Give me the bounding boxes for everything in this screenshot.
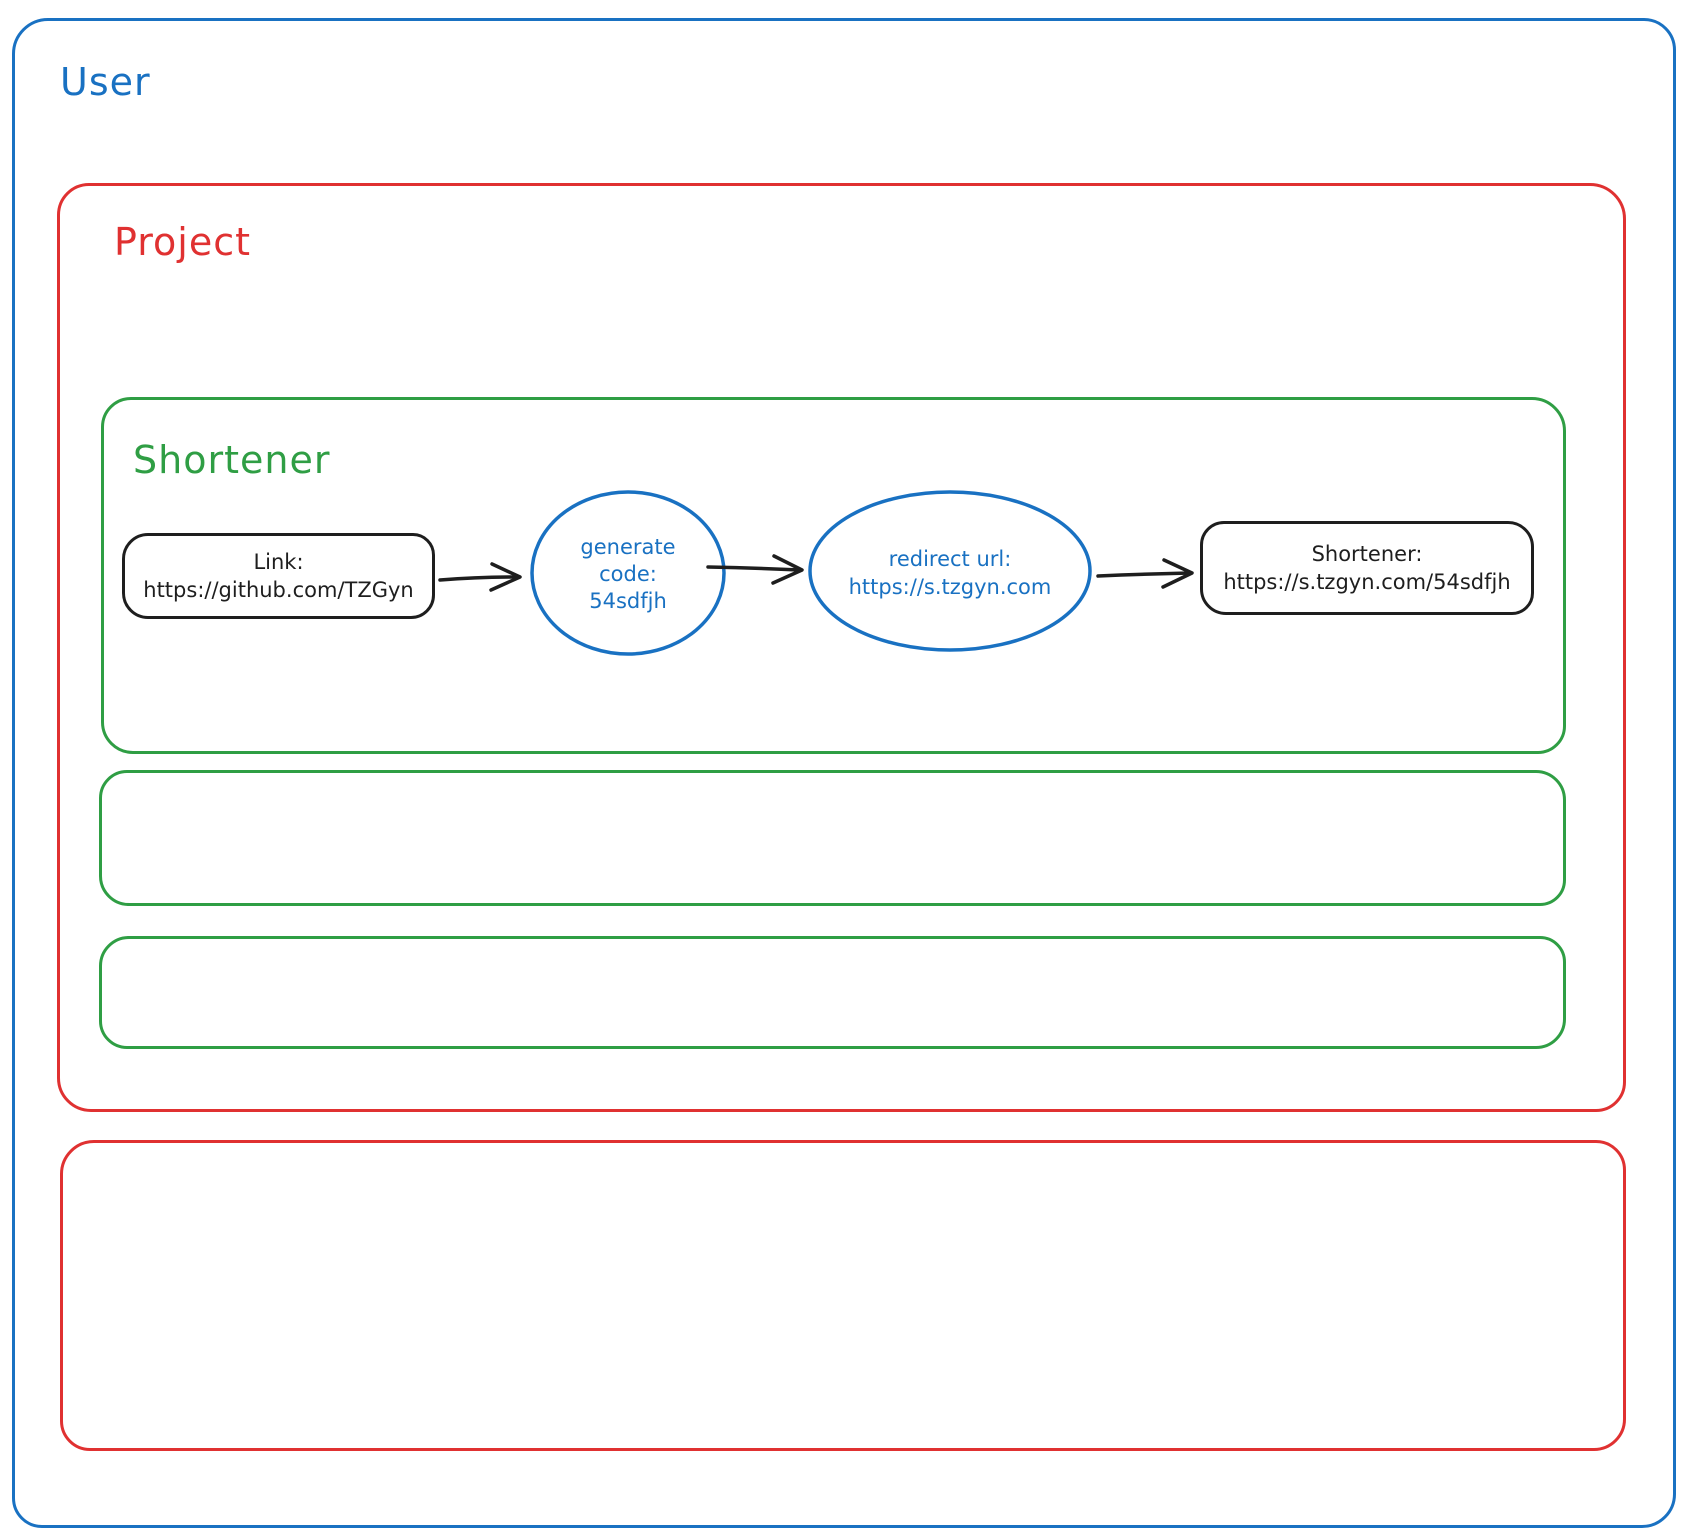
link-node-title: Link: bbox=[253, 550, 304, 574]
link-node: Link: https://github.com/TZGyn bbox=[122, 533, 435, 619]
redirect-node-url: https://s.tzgyn.com bbox=[848, 575, 1052, 599]
result-node-title: Shortener: bbox=[1311, 542, 1423, 566]
project-container-box bbox=[57, 183, 1626, 1112]
shortener-container-box bbox=[101, 397, 1566, 754]
shortener-container-label: Shortener bbox=[133, 438, 331, 482]
empty-green-box-1 bbox=[99, 770, 1566, 906]
project-container-label: Project bbox=[114, 220, 252, 264]
empty-red-box bbox=[60, 1140, 1626, 1451]
link-node-url: https://github.com/TZGyn bbox=[143, 578, 414, 602]
user-container-label: User bbox=[60, 60, 151, 104]
redirect-node-title: redirect url: bbox=[888, 547, 1012, 571]
generate-node-line2: code: bbox=[599, 561, 657, 586]
shortener-result-node: Shortener: https://s.tzgyn.com/54sdfjh bbox=[1200, 521, 1534, 615]
generate-code-node: generate code: 54sdfjh bbox=[528, 531, 728, 617]
empty-green-box-2 bbox=[99, 936, 1566, 1049]
generate-node-code: 54sdfjh bbox=[589, 588, 667, 613]
user-container-box bbox=[12, 18, 1676, 1528]
result-node-url: https://s.tzgyn.com/54sdfjh bbox=[1223, 570, 1511, 594]
generate-node-line1: generate bbox=[580, 534, 676, 559]
redirect-url-node: redirect url: https://s.tzgyn.com bbox=[808, 543, 1092, 603]
